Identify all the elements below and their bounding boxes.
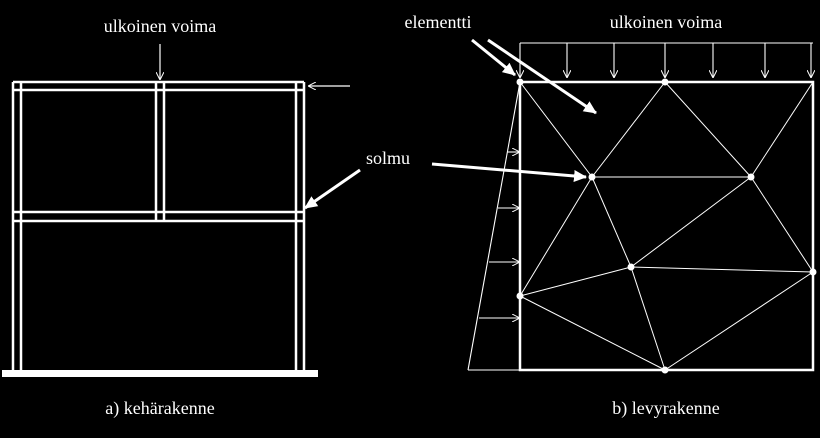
mesh-node — [516, 78, 524, 86]
node-label: solmu — [366, 148, 410, 168]
mesh-node — [661, 366, 669, 374]
ground-base — [2, 370, 318, 377]
node-pointer-left — [304, 168, 361, 210]
left-load-label: ulkoinen voima — [104, 16, 216, 36]
element-pointer-mesh — [487, 38, 597, 115]
right-caption: b) levyrakenne — [612, 398, 719, 419]
mesh-node — [516, 292, 524, 300]
mesh-node — [661, 78, 669, 86]
element-mesh — [519, 81, 814, 371]
mesh-nodes — [516, 78, 817, 374]
left-caption: a) kehärakenne — [105, 398, 214, 419]
right-load-label: ulkoinen voima — [610, 12, 722, 32]
element-pointer — [471, 38, 516, 77]
mesh-node — [588, 173, 596, 181]
side-triangular-load — [467, 81, 521, 371]
top-distributed-load — [520, 42, 813, 77]
mesh-node — [809, 268, 817, 276]
plate-boundary — [518, 80, 815, 372]
frame-structure — [11, 80, 306, 370]
element-label: elementti — [405, 12, 472, 32]
node-pointer-right — [431, 162, 587, 182]
mesh-node — [747, 173, 755, 181]
mesh-node — [627, 263, 635, 271]
